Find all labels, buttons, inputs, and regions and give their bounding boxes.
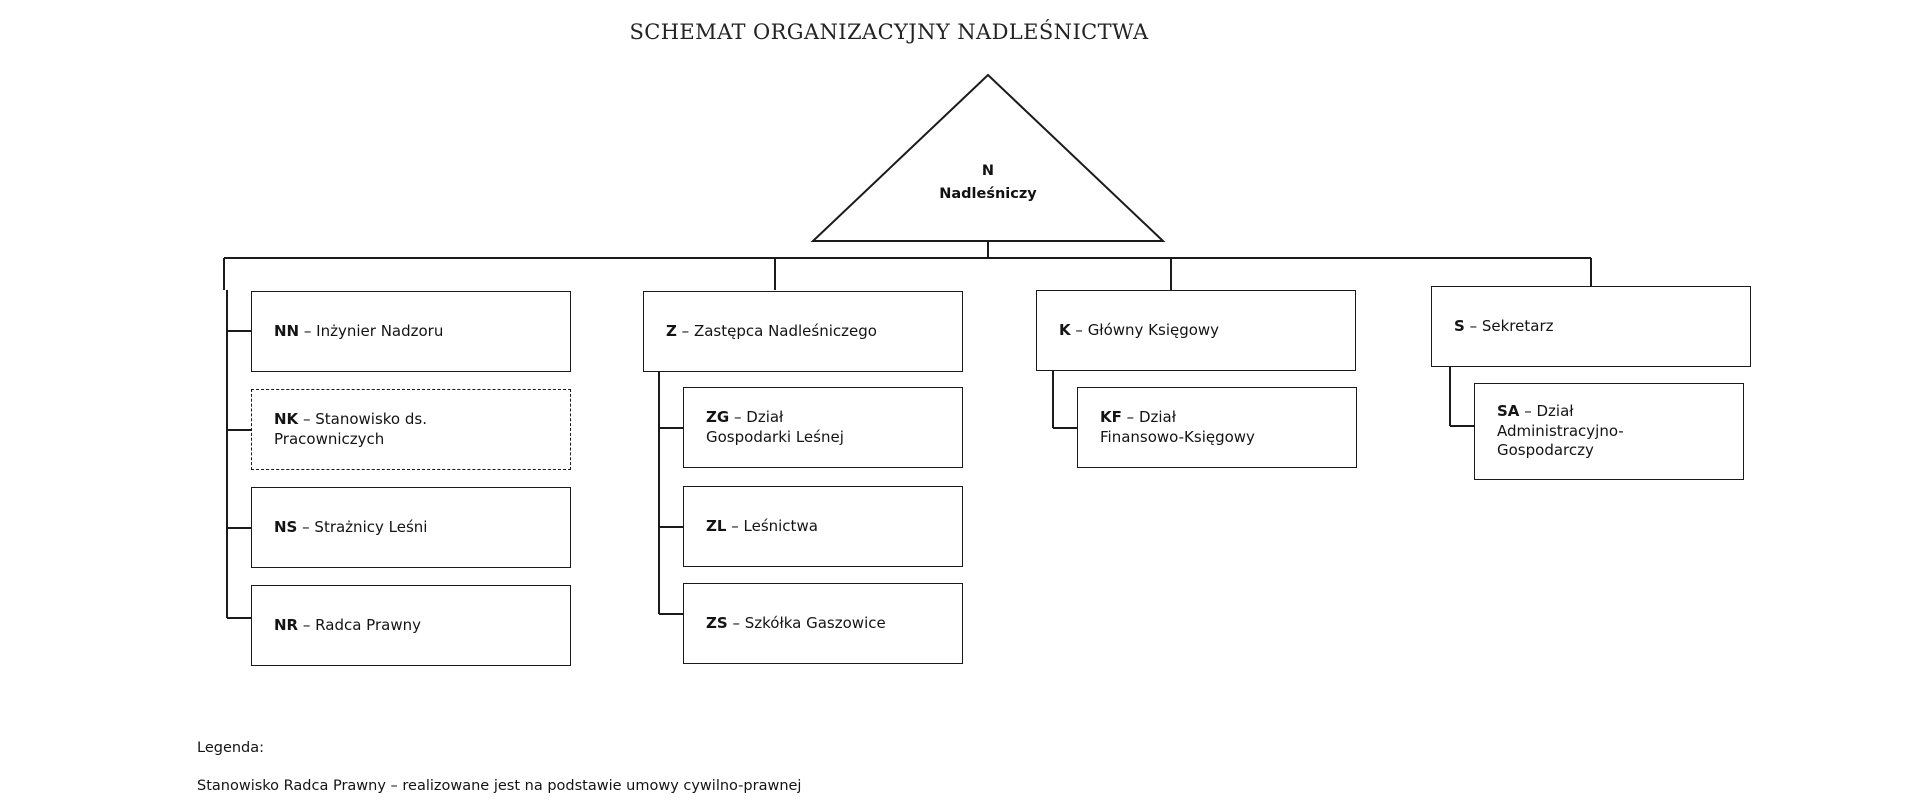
node-label-zg: Dział Gospodarki Leśnej bbox=[706, 407, 844, 446]
node-code-nr: NR bbox=[274, 615, 299, 634]
node-dash-kf: – bbox=[1126, 407, 1135, 426]
node-box-zs[interactable]: ZS – Szkółka Gaszowice bbox=[683, 583, 963, 664]
node-code-nn: NN bbox=[274, 321, 300, 340]
node-text-s: S – Sekretarz bbox=[1454, 317, 1554, 337]
node-label-kf: Dział Finansowo-Księgowy bbox=[1100, 407, 1255, 446]
node-box-zl[interactable]: ZL – Leśnictwa bbox=[683, 486, 963, 567]
node-code-zs: ZS bbox=[706, 613, 728, 632]
node-text-zs: ZS – Szkółka Gaszowice bbox=[706, 614, 886, 634]
apex-role: Nadleśniczy bbox=[939, 186, 1037, 203]
node-label-z: Zastępca Nadleśniczego bbox=[693, 321, 877, 340]
node-label-nn: Inżynier Nadzoru bbox=[316, 321, 444, 340]
node-text-z: Z – Zastępca Nadleśniczego bbox=[666, 322, 877, 342]
node-code-zg: ZG bbox=[706, 407, 730, 426]
node-box-nn[interactable]: NN – Inżynier Nadzoru bbox=[251, 291, 571, 372]
node-dash-zs: – bbox=[732, 613, 740, 632]
node-box-kf[interactable]: KF – Dział Finansowo-Księgowy bbox=[1077, 387, 1357, 468]
node-label-sa: Dział Administracyjno- Gospodarczy bbox=[1497, 401, 1624, 460]
node-code-k: K bbox=[1059, 320, 1071, 339]
apex-code: N bbox=[981, 163, 995, 179]
apex-triangle bbox=[810, 73, 1166, 242]
node-box-nr[interactable]: NR – Radca Prawny bbox=[251, 585, 571, 666]
legend-note: Stanowisko Radca Prawny – realizowane je… bbox=[197, 777, 802, 794]
node-label-nk: Stanowisko ds. Pracowniczych bbox=[274, 409, 427, 448]
node-dash-z: – bbox=[681, 321, 690, 340]
node-dash-nk: – bbox=[302, 409, 311, 428]
node-dash-zg: – bbox=[733, 407, 742, 426]
node-box-k[interactable]: K – Główny Księgowy bbox=[1036, 290, 1356, 371]
node-label-s: Sekretarz bbox=[1481, 316, 1554, 335]
node-box-ns[interactable]: NS – Strażnicy Leśni bbox=[251, 487, 571, 568]
node-code-s: S bbox=[1454, 316, 1465, 335]
node-text-k: K – Główny Księgowy bbox=[1059, 321, 1219, 341]
node-text-ns: NS – Strażnicy Leśni bbox=[274, 518, 427, 538]
node-text-nr: NR – Radca Prawny bbox=[274, 616, 421, 636]
node-box-z[interactable]: Z – Zastępca Nadleśniczego bbox=[643, 291, 963, 372]
node-label-k: Główny Księgowy bbox=[1087, 320, 1220, 339]
node-text-sa: SA – Dział Administracyjno- Gospodarczy bbox=[1497, 402, 1624, 462]
page-title: SCHEMAT ORGANIZACYJNY NADLEŚNICTWA bbox=[0, 20, 1920, 44]
node-label-zl: Leśnictwa bbox=[743, 516, 818, 535]
node-code-nk: NK bbox=[274, 409, 299, 428]
node-box-nk[interactable]: NK – Stanowisko ds. Pracowniczych bbox=[251, 389, 571, 470]
legend-title: Legenda: bbox=[197, 740, 265, 756]
node-label-zs: Szkółka Gaszowice bbox=[744, 613, 886, 632]
node-dash-ns: – bbox=[302, 517, 310, 536]
node-code-kf: KF bbox=[1100, 407, 1122, 426]
node-text-nn: NN – Inżynier Nadzoru bbox=[274, 322, 443, 342]
legend: Legenda: Stanowisko Radca Prawny – reali… bbox=[197, 741, 801, 793]
node-code-z: Z bbox=[666, 321, 677, 340]
node-dash-zl: – bbox=[731, 516, 739, 535]
node-text-kf: KF – Dział Finansowo-Księgowy bbox=[1100, 408, 1255, 448]
node-dash-s: – bbox=[1469, 316, 1478, 335]
node-box-s[interactable]: S – Sekretarz bbox=[1431, 286, 1751, 367]
node-dash-k: – bbox=[1075, 320, 1083, 339]
node-box-sa[interactable]: SA – Dział Administracyjno- Gospodarczy bbox=[1474, 383, 1744, 480]
node-label-ns: Strażnicy Leśni bbox=[314, 517, 428, 536]
node-code-zl: ZL bbox=[706, 516, 727, 535]
node-code-sa: SA bbox=[1497, 401, 1520, 420]
node-label-nr: Radca Prawny bbox=[315, 615, 421, 634]
apex-label: N Nadleśniczy bbox=[913, 160, 1063, 207]
node-text-zl: ZL – Leśnictwa bbox=[706, 517, 818, 537]
node-dash-nr: – bbox=[302, 615, 311, 634]
node-text-nk: NK – Stanowisko ds. Pracowniczych bbox=[274, 410, 427, 450]
node-code-ns: NS bbox=[274, 517, 298, 536]
page-title-text: SCHEMAT ORGANIZACYJNY NADLEŚNICTWA bbox=[629, 20, 1149, 44]
node-dash-sa: – bbox=[1524, 401, 1532, 420]
node-dash-nn: – bbox=[303, 321, 312, 340]
node-box-zg[interactable]: ZG – Dział Gospodarki Leśnej bbox=[683, 387, 963, 468]
node-text-zg: ZG – Dział Gospodarki Leśnej bbox=[706, 408, 844, 448]
